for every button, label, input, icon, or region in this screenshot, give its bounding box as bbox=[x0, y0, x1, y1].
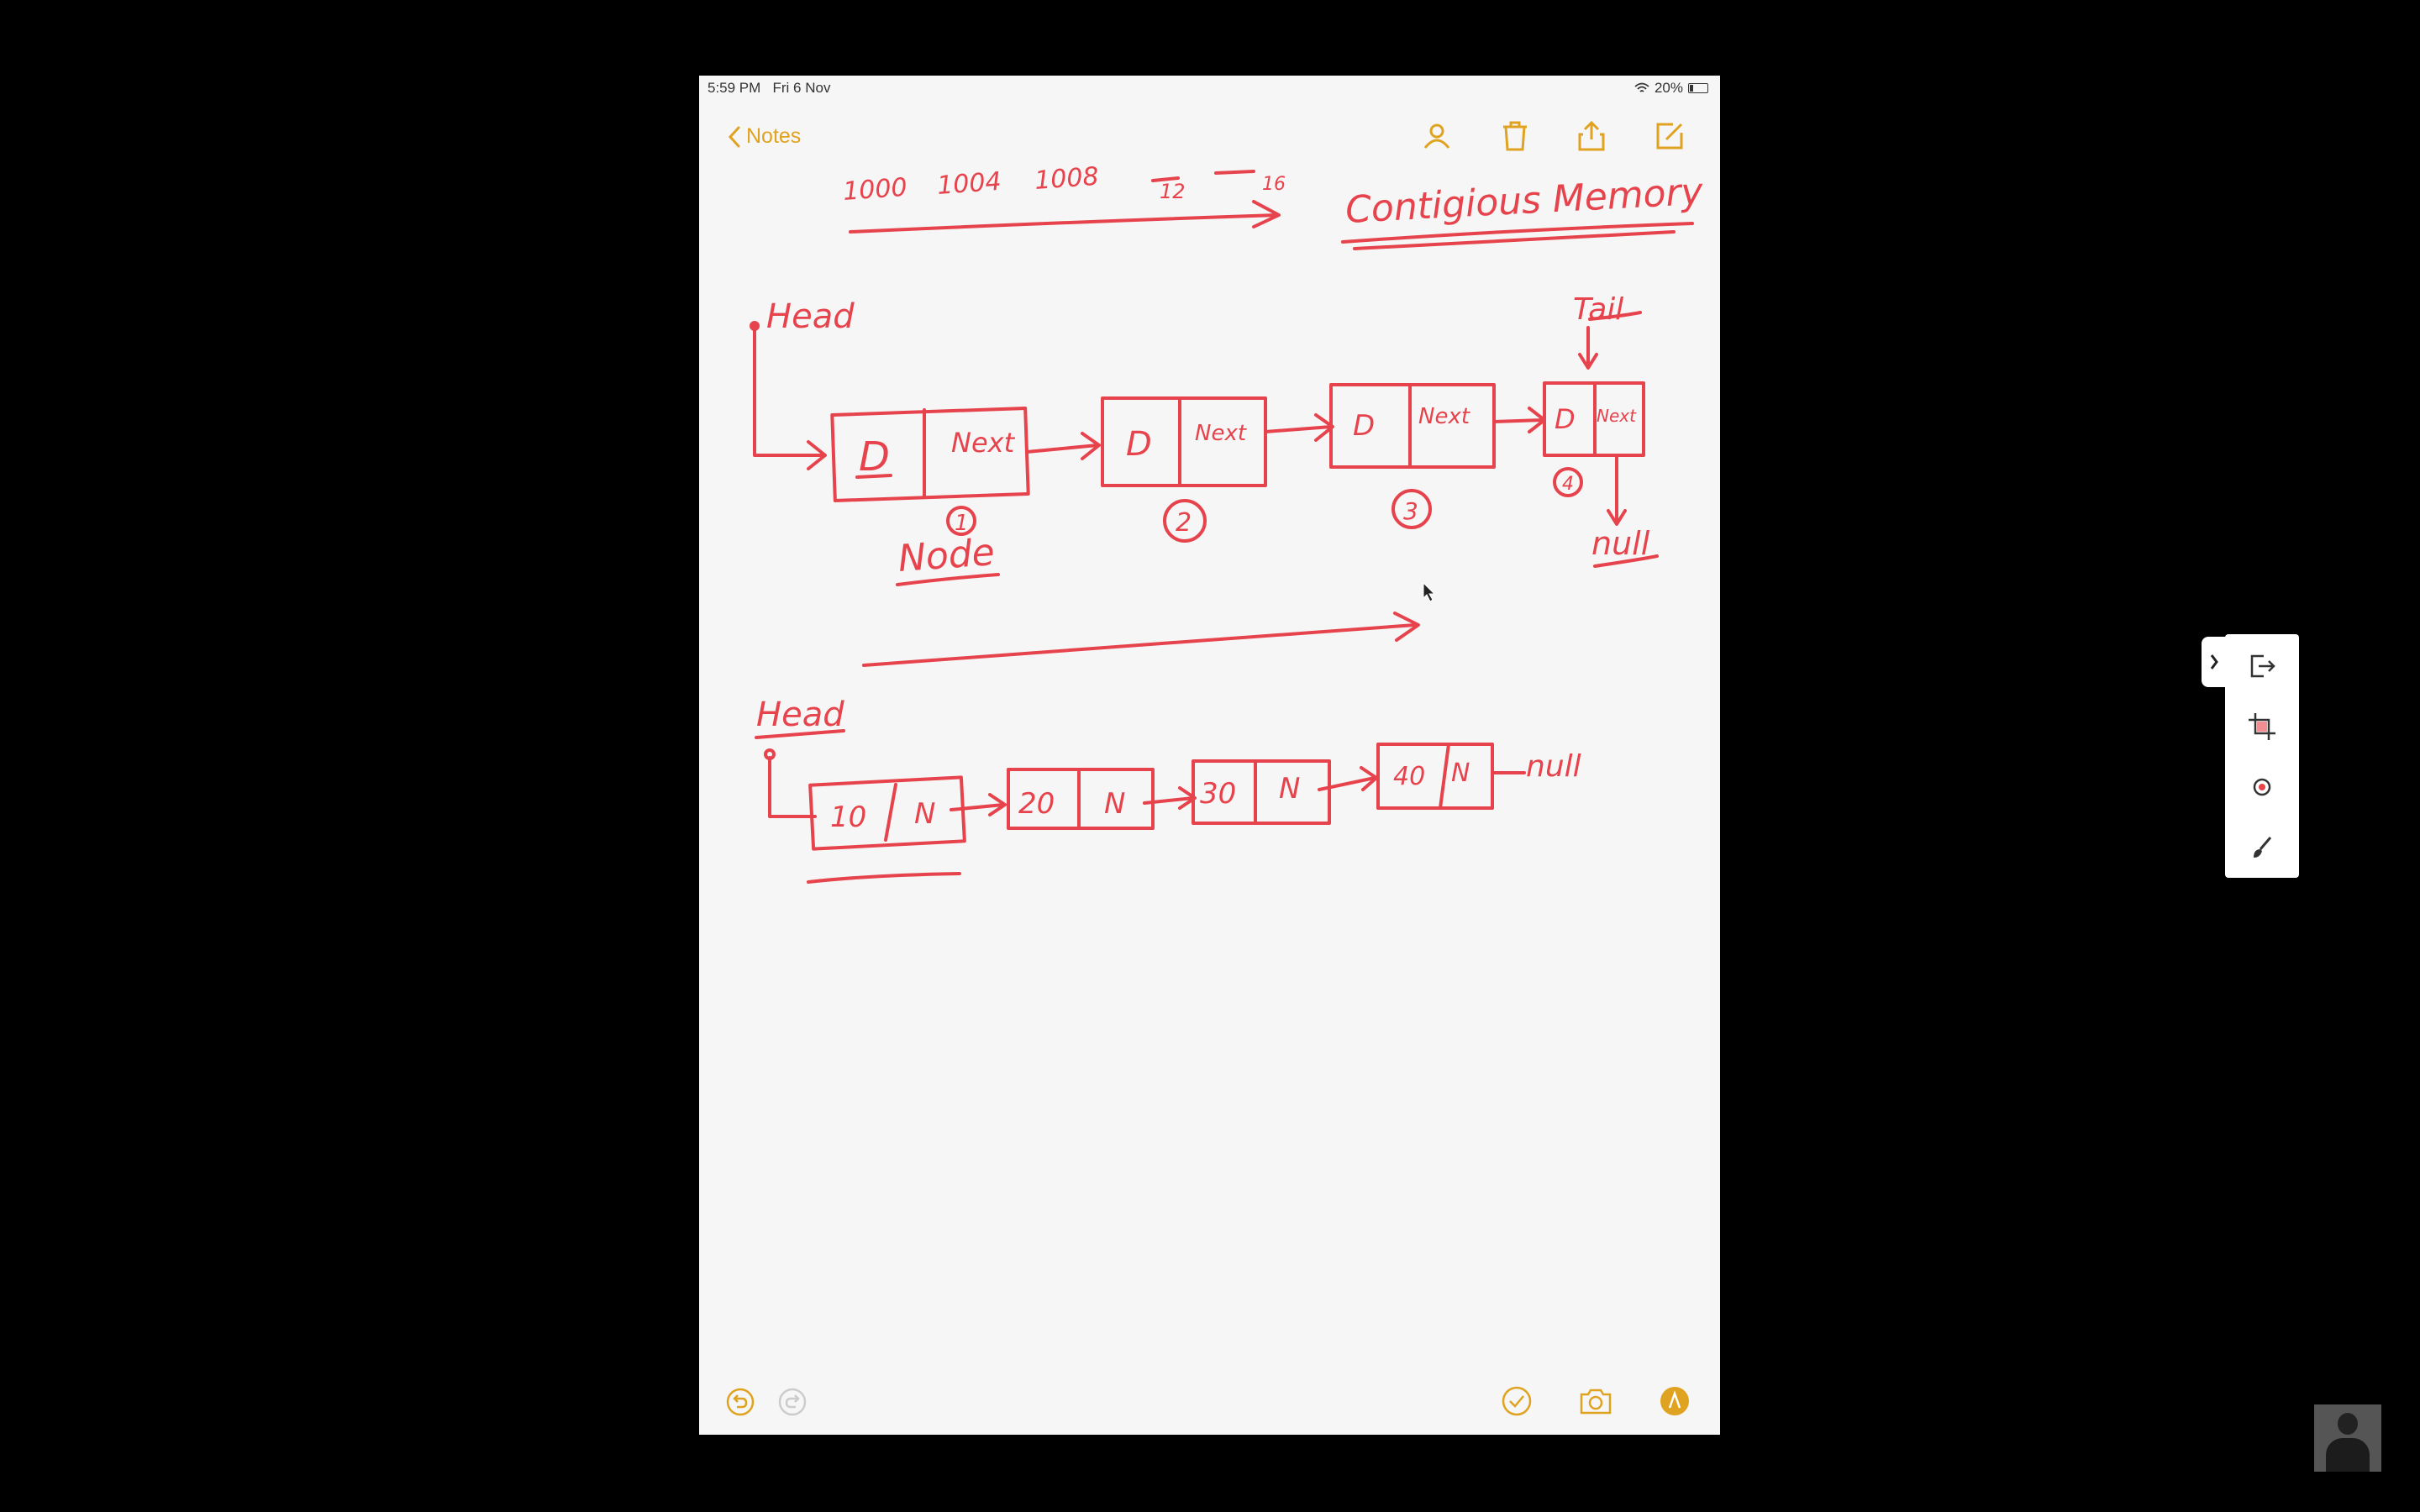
bottom-toolbar bbox=[699, 1368, 1720, 1435]
tail-arrow bbox=[1578, 311, 1642, 370]
null-label: null bbox=[1591, 525, 1650, 562]
node-4-next: Next bbox=[1597, 406, 1637, 426]
address-1004: 1004 bbox=[936, 167, 1002, 201]
head-label: Head bbox=[766, 297, 855, 336]
person-add-icon[interactable] bbox=[1420, 119, 1454, 153]
back-label: Notes bbox=[746, 124, 802, 148]
list2-head-label: Head bbox=[756, 696, 844, 734]
undo-icon[interactable] bbox=[726, 1388, 755, 1416]
node-1-data: D bbox=[859, 433, 890, 480]
link-2-3 bbox=[1264, 413, 1334, 442]
screen-recorder-toolbar bbox=[2225, 634, 2299, 878]
note-title: Contigious Memory bbox=[1344, 171, 1705, 232]
node-3-data: D bbox=[1353, 409, 1375, 443]
bar-over-12 bbox=[1151, 176, 1180, 182]
handwritten-note: 1000 1004 1008 12 16 Contigious Memory H… bbox=[750, 162, 1705, 884]
compose-icon[interactable] bbox=[1653, 119, 1686, 153]
list2-head-pointer bbox=[768, 756, 817, 818]
collapse-toolbar-button[interactable] bbox=[2202, 637, 2227, 687]
title-underline bbox=[1341, 222, 1694, 250]
node-2-data: D bbox=[1126, 425, 1152, 464]
status-time: 5:59 PM Fri 6 Nov bbox=[708, 80, 831, 96]
chevron-left-icon bbox=[728, 126, 740, 147]
tail-label: Tail bbox=[1573, 292, 1623, 327]
node-2 bbox=[1101, 396, 1267, 487]
list2-node-2-next: N bbox=[1104, 787, 1125, 821]
link-3-4 bbox=[1492, 407, 1546, 433]
list2-link-1 bbox=[950, 793, 1007, 816]
brush-icon[interactable] bbox=[2245, 831, 2279, 864]
redo-icon[interactable] bbox=[778, 1388, 807, 1416]
list2-node-1-next: N bbox=[914, 797, 935, 831]
share-icon[interactable] bbox=[1576, 119, 1607, 153]
back-to-notes-button[interactable]: Notes bbox=[728, 124, 801, 149]
navbar: Notes bbox=[699, 109, 1720, 176]
null-arrow bbox=[1607, 455, 1627, 526]
link-1-2 bbox=[1025, 432, 1101, 460]
address-1008: 1008 bbox=[1034, 162, 1100, 196]
bar-over-16 bbox=[1214, 170, 1255, 175]
list2-null: null bbox=[1526, 749, 1581, 784]
list2-node-3 bbox=[1192, 759, 1331, 825]
node-2-next: Next bbox=[1195, 421, 1247, 446]
battery-percent: 20% bbox=[1654, 80, 1683, 96]
node-4-index: 4 bbox=[1562, 474, 1574, 495]
checklist-icon[interactable] bbox=[1502, 1386, 1532, 1416]
trash-icon[interactable] bbox=[1500, 119, 1530, 153]
webcam-avatar bbox=[2314, 1404, 2381, 1472]
markup-icon[interactable] bbox=[1660, 1386, 1690, 1416]
memory-arrow bbox=[849, 200, 1281, 234]
head-pointer bbox=[753, 324, 827, 470]
node-3 bbox=[1329, 383, 1496, 469]
camera-icon[interactable] bbox=[1579, 1386, 1612, 1416]
cursor-icon bbox=[1423, 581, 1436, 602]
list2-underline bbox=[807, 872, 961, 884]
node-3-next: Next bbox=[1418, 404, 1470, 429]
address-12: 12 bbox=[1160, 180, 1186, 203]
wifi-icon bbox=[1634, 82, 1649, 92]
crop-icon[interactable] bbox=[2245, 710, 2279, 743]
address-1000: 1000 bbox=[842, 173, 908, 207]
node-label: Node bbox=[897, 531, 996, 580]
ipad-screen: 5:59 PM Fri 6 Nov 20% Notes 1000 1004 10… bbox=[699, 76, 1720, 1435]
exit-icon[interactable] bbox=[2245, 649, 2279, 683]
node-4-data: D bbox=[1555, 403, 1576, 435]
long-arrow bbox=[862, 612, 1420, 667]
list2-node-3-next: N bbox=[1279, 772, 1300, 806]
status-bar: 5:59 PM Fri 6 Nov 20% bbox=[699, 76, 1720, 101]
list2-node-1-value: 10 bbox=[830, 801, 866, 834]
node-1-next: Next bbox=[951, 427, 1016, 459]
list2-node-4-value: 40 bbox=[1393, 762, 1425, 791]
node-2-index: 2 bbox=[1176, 508, 1192, 538]
list2-node-2-value: 20 bbox=[1018, 787, 1055, 821]
record-icon[interactable] bbox=[2245, 770, 2279, 804]
list2-node-4-next: N bbox=[1451, 759, 1470, 788]
chevron-right-icon bbox=[2210, 654, 2218, 669]
status-right: 20% bbox=[1634, 80, 1708, 97]
list2-node-4 bbox=[1376, 743, 1494, 810]
node-3-index: 3 bbox=[1403, 497, 1418, 525]
list2-node-3-value: 30 bbox=[1200, 777, 1236, 811]
node-1-index: 1 bbox=[955, 511, 969, 536]
memory-addresses: 1000 1004 1008 12 16 bbox=[842, 162, 1286, 207]
address-16: 16 bbox=[1262, 174, 1286, 195]
battery-icon bbox=[1688, 83, 1708, 93]
